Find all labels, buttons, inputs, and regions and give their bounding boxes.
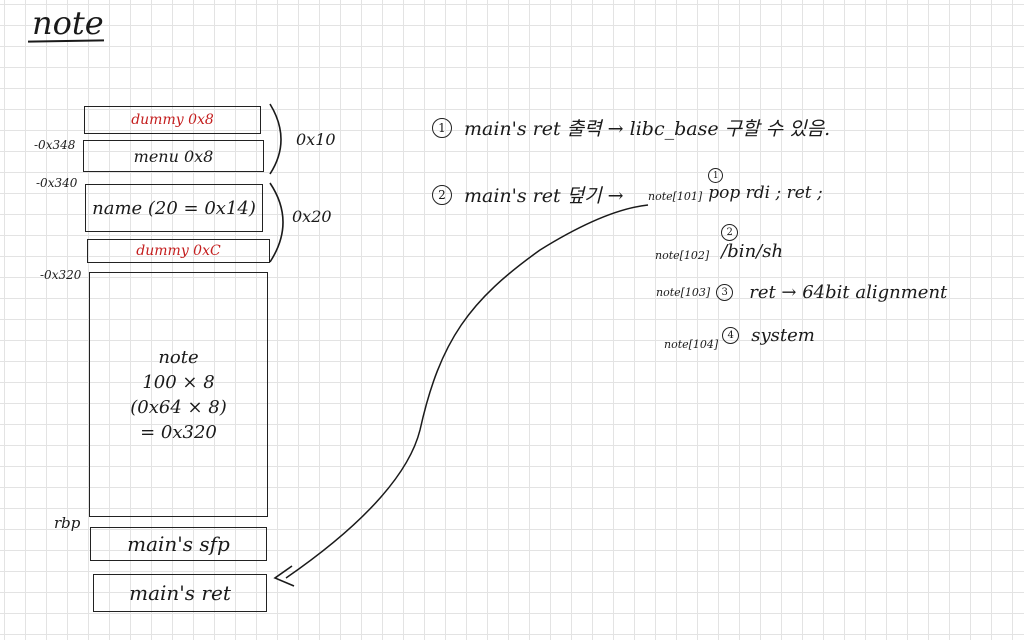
step-2: 2 main's ret 덮기 →: [432, 181, 624, 208]
rop-item-2-index: note[102]: [655, 249, 710, 262]
dummy-mid-label: dummy 0xC: [136, 243, 221, 259]
rop-item-2-number: 2: [721, 224, 739, 241]
connector-arrowhead: [273, 565, 295, 587]
offset-340-label: -0x340: [36, 176, 78, 190]
rop-item-4-number: 4: [722, 327, 740, 344]
menu-label: menu 0x8: [133, 146, 214, 166]
ret-box: main's ret: [93, 574, 267, 612]
rop-item-4-index: note[104]: [664, 338, 719, 351]
rop-item-3-text: ret → 64bit alignment: [749, 282, 948, 303]
connector-curve: [285, 204, 649, 579]
step-2-text: main's ret 덮기 →: [464, 185, 624, 207]
step-1-text: main's ret 출력 → libc_base 구할 수 있음.: [464, 118, 831, 140]
rop-item-3-index: note[103]: [656, 286, 711, 299]
rop-item-3-number: 3: [716, 284, 734, 301]
dummy-mid-box: dummy 0xC: [87, 239, 270, 263]
rop-item-1: note[101] 1 pop rdi ; ret ;: [648, 168, 823, 203]
page-title: note: [32, 4, 104, 42]
rbp-label: rbp: [54, 514, 81, 532]
dummy-top-label: dummy 0x8: [131, 112, 214, 128]
name-label: name (20 = 0x14): [92, 197, 256, 219]
ret-label: main's ret: [129, 581, 231, 605]
offset-320-label: -0x320: [40, 268, 82, 282]
rop-item-4-text: system: [751, 325, 815, 346]
note-line-3: (0x64 × 8): [130, 396, 227, 418]
note-line-2: 100 × 8: [142, 371, 215, 393]
rop-item-2-text: /bin/sh: [721, 241, 784, 262]
note-line-1: note: [158, 346, 199, 368]
bracket-0x10: [269, 103, 282, 175]
step-1: 1 main's ret 출력 → libc_base 구할 수 있음.: [432, 114, 830, 141]
bracket-0x20-label: 0x20: [292, 207, 332, 226]
bracket-0x10-label: 0x10: [296, 130, 336, 149]
rop-item-3: note[103] 3 ret → 64bit alignment: [656, 282, 947, 303]
dummy-top-box: dummy 0x8: [84, 106, 261, 134]
step-2-number: 2: [432, 184, 452, 205]
rop-item-2: note[102] 2 /bin/sh: [655, 224, 783, 262]
bracket-0x20: [269, 182, 284, 263]
rop-item-4: note[104] 4 system: [664, 320, 815, 351]
rop-item-1-text: pop rdi ; ret ;: [708, 183, 823, 203]
sfp-label: main's sfp: [127, 532, 230, 556]
menu-box: menu 0x8: [83, 140, 264, 172]
sfp-box: main's sfp: [90, 527, 267, 561]
rop-item-1-number: 1: [708, 168, 724, 183]
note-line-4: = 0x320: [140, 421, 217, 443]
note-buffer-box: note 100 × 8 (0x64 × 8) = 0x320: [89, 272, 268, 517]
name-box: name (20 = 0x14): [85, 184, 263, 232]
offset-348-label: -0x348: [34, 138, 76, 152]
step-1-number: 1: [432, 117, 452, 138]
rop-item-1-index: note[101]: [648, 190, 703, 203]
